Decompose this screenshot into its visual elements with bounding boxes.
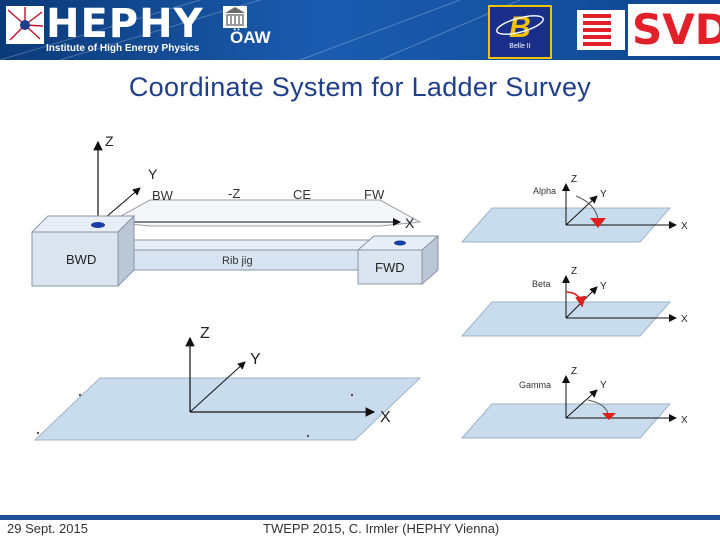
fwd-label: FWD: [375, 260, 405, 275]
slide-title: Coordinate System for Ladder Survey: [128, 72, 592, 102]
belle2-logo: B Belle II: [488, 5, 552, 59]
hephy-burst-icon: [6, 6, 44, 44]
pos-minus-z-label: -Z: [228, 186, 240, 201]
bwd-block: [31, 231, 119, 287]
alpha-rotation-arrow-icon: [590, 218, 606, 228]
footer-conference: TWEPP 2015, C. Irmler (HEPHY Vienna): [263, 521, 500, 536]
pos-fw-label: FW: [364, 187, 385, 202]
footer-divider: [0, 515, 720, 520]
alpha-y-label: Y: [600, 189, 607, 200]
oaw-building-icon: [223, 6, 247, 28]
svd-label: SVD: [628, 4, 720, 56]
fwd-block: [357, 249, 423, 285]
svd-stripes-icon: [577, 10, 625, 50]
belle2-label: Belle II: [509, 43, 531, 50]
beta-label: Beta: [532, 279, 551, 289]
beta-x-label: X: [681, 314, 688, 325]
footer-date: 29 Sept. 2015: [7, 521, 88, 536]
rotation-gamma-panel: Z Y X Gamma: [460, 366, 688, 439]
alpha-z-label: Z: [571, 174, 577, 185]
jig-x-label: X: [405, 215, 415, 231]
oaw-label: ÖAW: [230, 28, 271, 47]
large-y-axis: [189, 361, 246, 413]
beta-z-label: Z: [571, 266, 577, 277]
gamma-y-label: Y: [600, 380, 607, 391]
rotation-alpha-panel: Z Y X Alpha: [460, 174, 688, 243]
hephy-subtitle: Institute of High Energy Physics: [46, 43, 200, 54]
pos-bw-label: BW: [152, 188, 174, 203]
alpha-label: Alpha: [533, 186, 556, 196]
rib-jig-label: Rib jig: [222, 255, 253, 267]
fwd-survey-marker: [394, 240, 406, 246]
rotation-beta-panel: Z Y X Beta: [460, 266, 688, 337]
bwd-label: BWD: [66, 252, 96, 267]
gamma-rotation-arrow-icon: [602, 413, 616, 420]
gamma-label: Gamma: [519, 380, 551, 390]
beta-rotation-arrow-icon: [565, 291, 587, 308]
large-y-label: Y: [250, 351, 261, 368]
large-x-label: X: [380, 409, 391, 426]
jig-z-label: Z: [105, 133, 114, 149]
large-plane: [33, 377, 422, 441]
large-z-label: Z: [200, 325, 210, 342]
hephy-title: HEPHY: [46, 1, 204, 47]
alpha-x-label: X: [681, 221, 688, 232]
bwd-survey-marker: [91, 222, 105, 228]
gamma-x-label: X: [681, 415, 688, 426]
gamma-z-label: Z: [571, 366, 577, 377]
header-banner: HEPHY Institute of High Energy Physics Ö…: [0, 0, 720, 60]
jig-y-label: Y: [148, 166, 158, 182]
beta-y-label: Y: [600, 281, 607, 292]
belle-b-icon: B: [496, 11, 544, 44]
pos-ce-label: CE: [293, 187, 311, 202]
ladder-outline: [108, 199, 422, 227]
banner-pattern: [0, 0, 521, 60]
